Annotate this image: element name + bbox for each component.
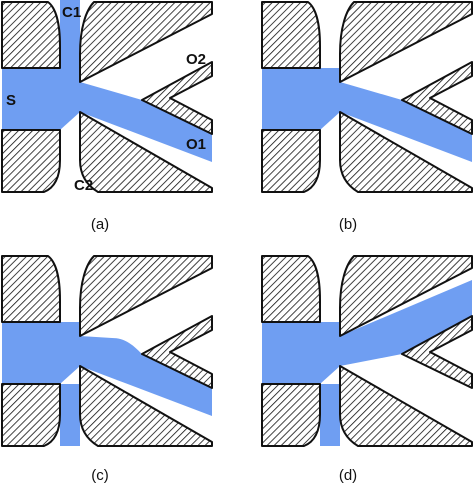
label-inlet-s: S [6, 92, 16, 109]
caption-a: (a) [91, 216, 109, 233]
label-control-c2: C2 [74, 177, 93, 194]
panel-b: (b) [261, 1, 473, 233]
label-outlet-o2: O2 [186, 51, 206, 68]
label-outlet-o1: O1 [186, 136, 206, 153]
caption-c: (c) [91, 467, 109, 484]
panel-c: (c) [1, 255, 213, 484]
panel-a: C1 S O2 O1 C2 (a) [1, 0, 213, 233]
label-control-c1: C1 [62, 4, 81, 21]
caption-d: (d) [339, 467, 357, 484]
panel-d: (d) [261, 255, 473, 484]
caption-b: (b) [339, 216, 357, 233]
